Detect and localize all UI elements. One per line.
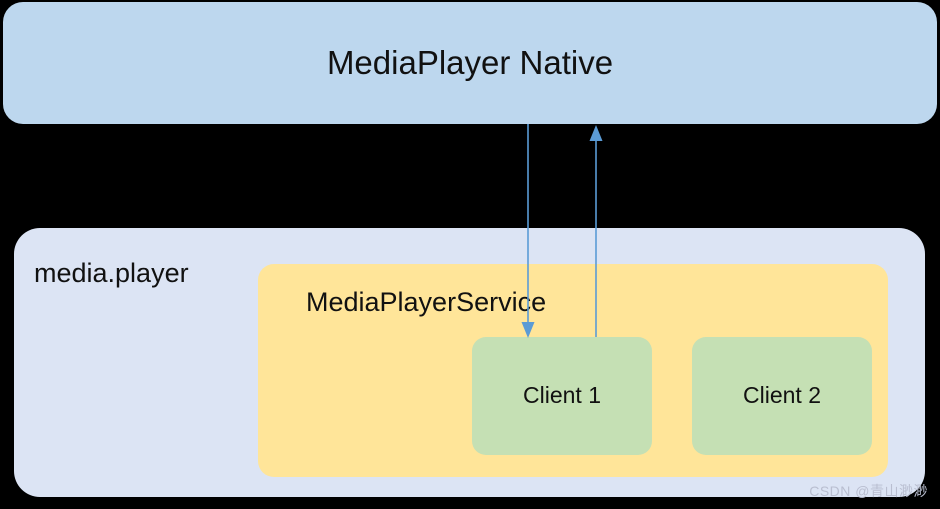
node-mediaplayerservice-label: MediaPlayerService [306, 287, 547, 317]
node-mediaplayer-native: MediaPlayer Native [3, 2, 937, 124]
container-media-player-label: media.player [34, 258, 189, 288]
node-client-2-label: Client 2 [743, 382, 821, 409]
node-client-1-label: Client 1 [523, 382, 601, 409]
node-client-2: Client 2 [692, 337, 872, 455]
node-client-1: Client 1 [472, 337, 652, 455]
watermark: CSDN @青山渺渺 [809, 483, 928, 499]
node-mediaplayer-native-label: MediaPlayer Native [326, 43, 614, 81]
